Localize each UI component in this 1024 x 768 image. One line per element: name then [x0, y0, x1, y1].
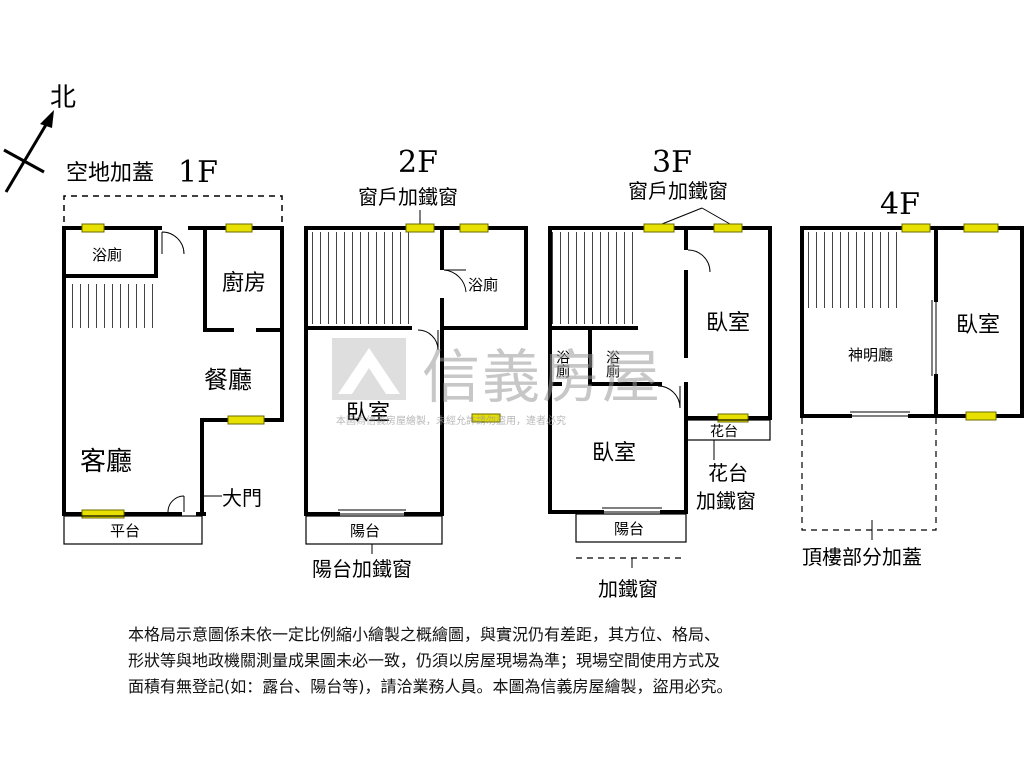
disclaimer-line-3: 面積有無登記(如：露台、陽台等)，請洽業務人員。本圖為信義房屋繪製，盜用必究。	[128, 677, 733, 696]
floor-3f: 3F 窗戶加鐵窗	[548, 145, 772, 601]
watermark-logo-icon	[332, 338, 406, 400]
floor-3f-top-label: 窗戶加鐵窗	[628, 179, 728, 203]
disclaimer-line-2: 形狀等與地政機關測量成果圖未必一致，仍須以房屋現場為準；現場空間使用方式及	[128, 651, 721, 670]
watermark-brand: 信義房屋	[422, 343, 663, 411]
room-2f-bedroom: 臥室	[346, 401, 390, 426]
floor-2f-top-label: 窗戶加鐵窗	[358, 185, 458, 209]
floor-1f-title: 1F	[178, 155, 218, 190]
floor-1f: 空地加蓋 1F	[62, 155, 284, 545]
watermark-fine-print: 本圖為信義房屋繪製，未經允許請勿盜用，違者必究	[336, 416, 566, 427]
floor-2f-title: 2F	[398, 145, 438, 180]
floor-2f: 2F 窗戶加鐵窗 浴廁 臥室 陽台 陽	[304, 145, 528, 581]
compass-label: 北	[50, 83, 76, 113]
room-1f-bath: 浴廁	[92, 246, 122, 264]
room-3f-flower-bed: 花台	[710, 424, 738, 440]
room-4f-shrine: 神明廳	[848, 346, 893, 364]
floor-3f-side-label-1: 花台	[708, 461, 748, 485]
room-4f-bedroom: 臥室	[956, 313, 1000, 338]
room-1f-dining: 餐廳	[204, 366, 252, 394]
disclaimer-line-1: 本格局示意圖係未依一定比例縮小繪製之概繪圖，與實況仍有差距，其方位、格局、	[128, 625, 721, 644]
floor-4f: 4F 神明廳 臥室 頂樓部分加蓋	[800, 187, 1024, 569]
room-2f-balcony: 陽台	[350, 522, 380, 540]
north-arrow-icon	[3, 110, 54, 193]
floor-3f-bottom-label: 加鐵窗	[598, 577, 658, 601]
room-3f-balcony: 陽台	[614, 520, 644, 538]
room-3f-bath-right: 浴廁	[604, 350, 620, 378]
floor-3f-side-label-2: 加鐵窗	[696, 489, 756, 513]
room-2f-bath: 浴廁	[468, 276, 498, 294]
room-1f-platform: 平台	[110, 522, 140, 540]
room-3f-bedroom-bottom: 臥室	[592, 441, 636, 466]
floor-1f-outside-label: 空地加蓋	[66, 161, 154, 186]
room-1f-kitchen: 廚房	[222, 271, 266, 296]
floor-4f-bottom-label: 頂樓部分加蓋	[802, 545, 922, 569]
disclaimer: 本格局示意圖係未依一定比例縮小繪製之概繪圖，與實況仍有差距，其方位、格局、 形狀…	[128, 622, 928, 700]
label-1f-main-door: 大門	[222, 486, 262, 510]
room-3f-bedroom-right: 臥室	[706, 311, 750, 336]
floor-4f-title: 4F	[880, 187, 920, 222]
room-3f-bath-left: 浴廁	[554, 350, 570, 378]
room-1f-living: 客廳	[80, 447, 132, 477]
floor-3f-title: 3F	[652, 145, 692, 180]
floor-2f-bottom-label: 陽台加鐵窗	[312, 557, 412, 581]
